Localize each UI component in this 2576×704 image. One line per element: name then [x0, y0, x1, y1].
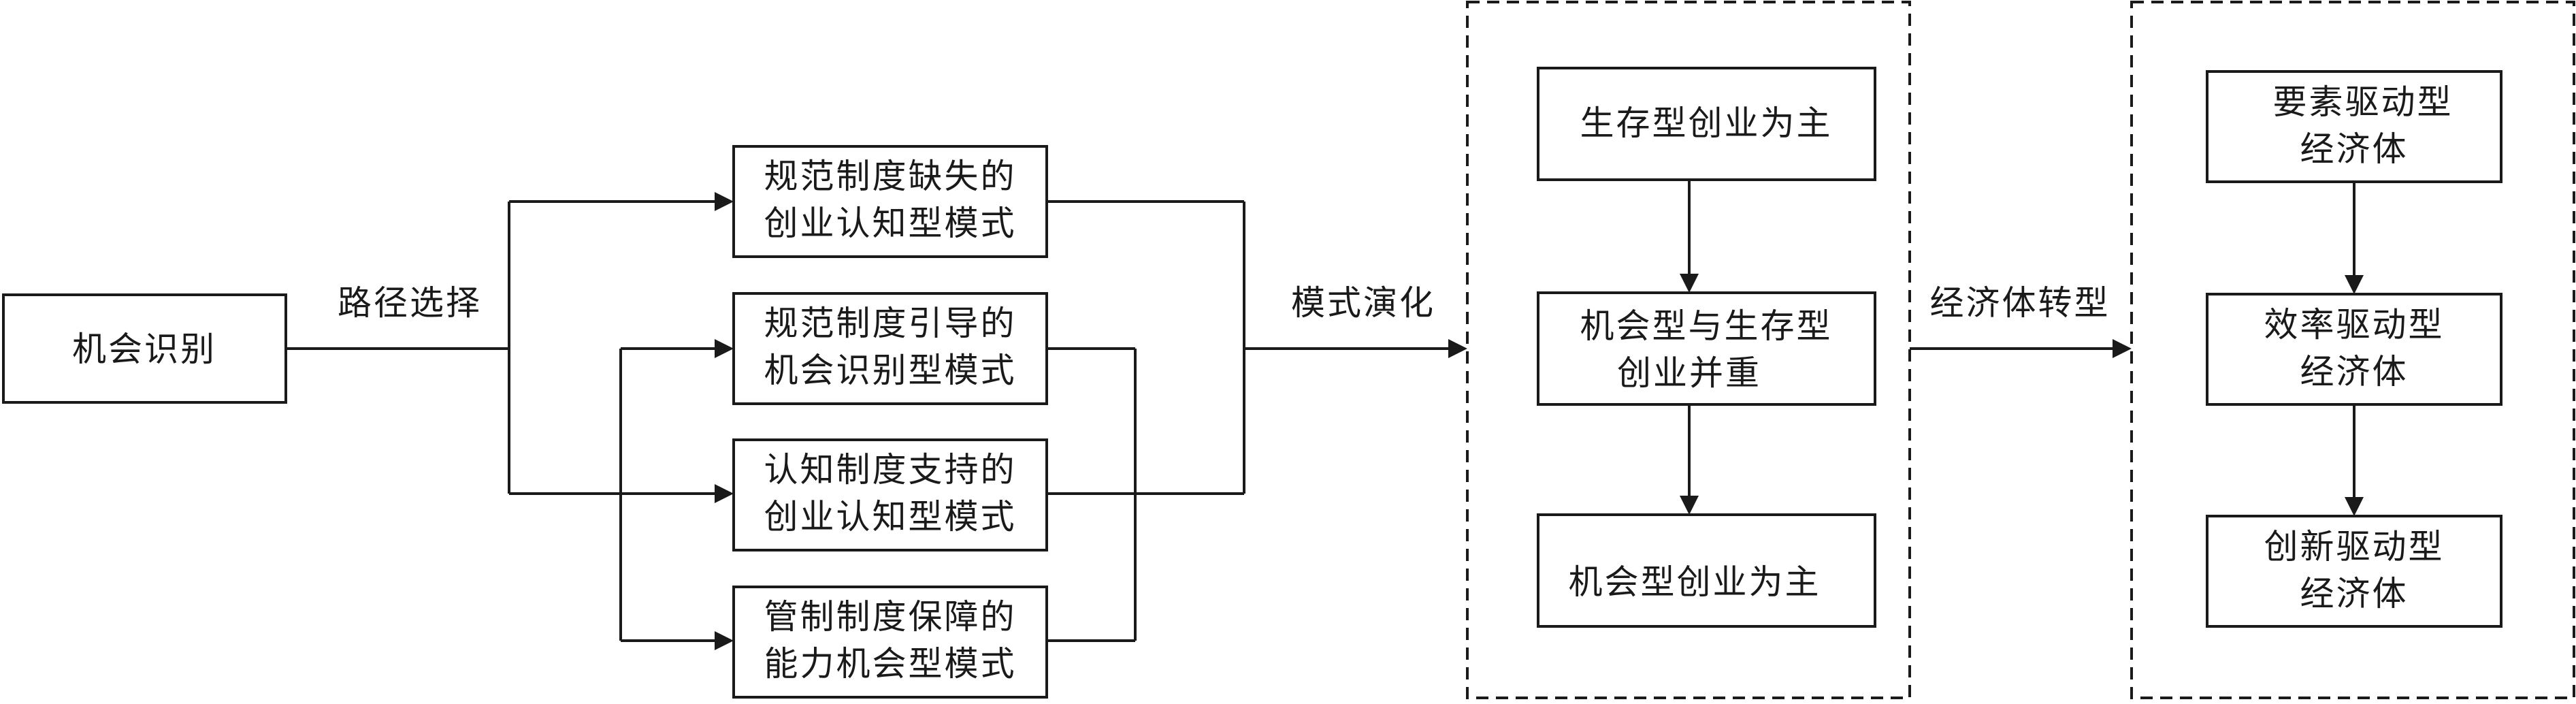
node-label-line1: 规范制度缺失的: [764, 157, 1017, 196]
node-box: [732, 586, 1048, 699]
stage-node-2: 机会型与生存型 创业并重: [1537, 291, 1876, 406]
group-economy-stages: 要素驱动型 经济体 效率驱动型 经济体 创新驱动型 经济体: [2130, 1, 2575, 699]
node-label-line1: 管制制度保障的: [764, 597, 1017, 637]
node-label: 机会识别: [72, 330, 216, 369]
economy-node-3: 创新驱动型 经济体: [2206, 515, 2502, 628]
economy-node-2: 效率驱动型 经济体: [2206, 293, 2502, 406]
node-box: [2206, 293, 2502, 406]
economy-node-1: 要素驱动型 经济体: [2206, 70, 2502, 183]
arrow-head: [2113, 339, 2132, 358]
node-box: [2206, 515, 2502, 628]
edge-label-mode-evolution: 模式演化: [1291, 283, 1435, 323]
edge-path-selection: 路径选择: [286, 192, 734, 503]
node-label-line1: 创新驱动型: [2264, 527, 2445, 566]
node-box: [732, 145, 1048, 258]
node-box: [1537, 291, 1876, 406]
node-label-line1: 规范制度引导的: [764, 304, 1017, 343]
stage-node-1: 生存型创业为主: [1537, 67, 1876, 181]
edge-mode-evolution: 模式演化: [1047, 200, 1467, 495]
node-label-line1: 认知制度支持的: [764, 450, 1017, 490]
node-label-line2: 机会识别型模式: [764, 351, 1017, 390]
mode-node-2: 规范制度引导的 机会识别型模式: [732, 292, 1048, 405]
node-label-line2: 创业认知型模式: [764, 204, 1017, 243]
node-opportunity-recognition: 机会识别: [2, 293, 287, 404]
node-box: [1537, 513, 1876, 628]
group-frame: [2130, 1, 2575, 699]
arrow-head: [2345, 497, 2364, 516]
node-box: [2, 293, 287, 404]
arrow-head: [715, 339, 734, 358]
node-label-line2: 经济体: [2300, 574, 2409, 613]
mode-node-1: 规范制度缺失的 创业认知型模式: [732, 145, 1048, 258]
arrow-head: [715, 484, 734, 503]
edge-economy-transformation: 经济体转型: [1910, 283, 2132, 358]
node-label-line2: 能力机会型模式: [764, 644, 1017, 684]
node-box: [732, 292, 1048, 405]
arrow-head: [1680, 496, 1699, 515]
edge-label-economy-transformation: 经济体转型: [1930, 283, 2110, 323]
node-label-line2: 创业并重: [1617, 353, 1761, 393]
stage-node-3: 机会型创业为主: [1537, 513, 1876, 628]
node-label-line1: 要素驱动型: [2273, 82, 2453, 122]
node-label-line1: 效率驱动型: [2264, 305, 2445, 345]
mode-node-3: 认知制度支持的 创业认知型模式: [732, 438, 1048, 551]
node-box: [1537, 67, 1876, 181]
node-label-line1: 机会型与生存型: [1580, 306, 1833, 346]
arrow-head: [1680, 274, 1699, 293]
node-label-line1: 机会型创业为主: [1569, 562, 1821, 602]
node-label-line2: 经济体: [2300, 352, 2409, 391]
node-label-line1: 生存型创业为主: [1580, 103, 1833, 143]
node-label-line2: 经济体: [2300, 129, 2409, 169]
arrow-head: [715, 192, 734, 211]
group-entrepreneurship-stages: 生存型创业为主 机会型与生存型 创业并重 机会型创业为主: [1466, 1, 1911, 699]
arrow-head: [715, 631, 734, 650]
edge-label-path-selection: 路径选择: [338, 283, 482, 323]
node-label-line2: 创业认知型模式: [764, 497, 1017, 537]
arrow-head: [2345, 275, 2364, 294]
arrow-head: [1448, 339, 1467, 358]
mode-node-4: 管制制度保障的 能力机会型模式: [732, 586, 1048, 699]
